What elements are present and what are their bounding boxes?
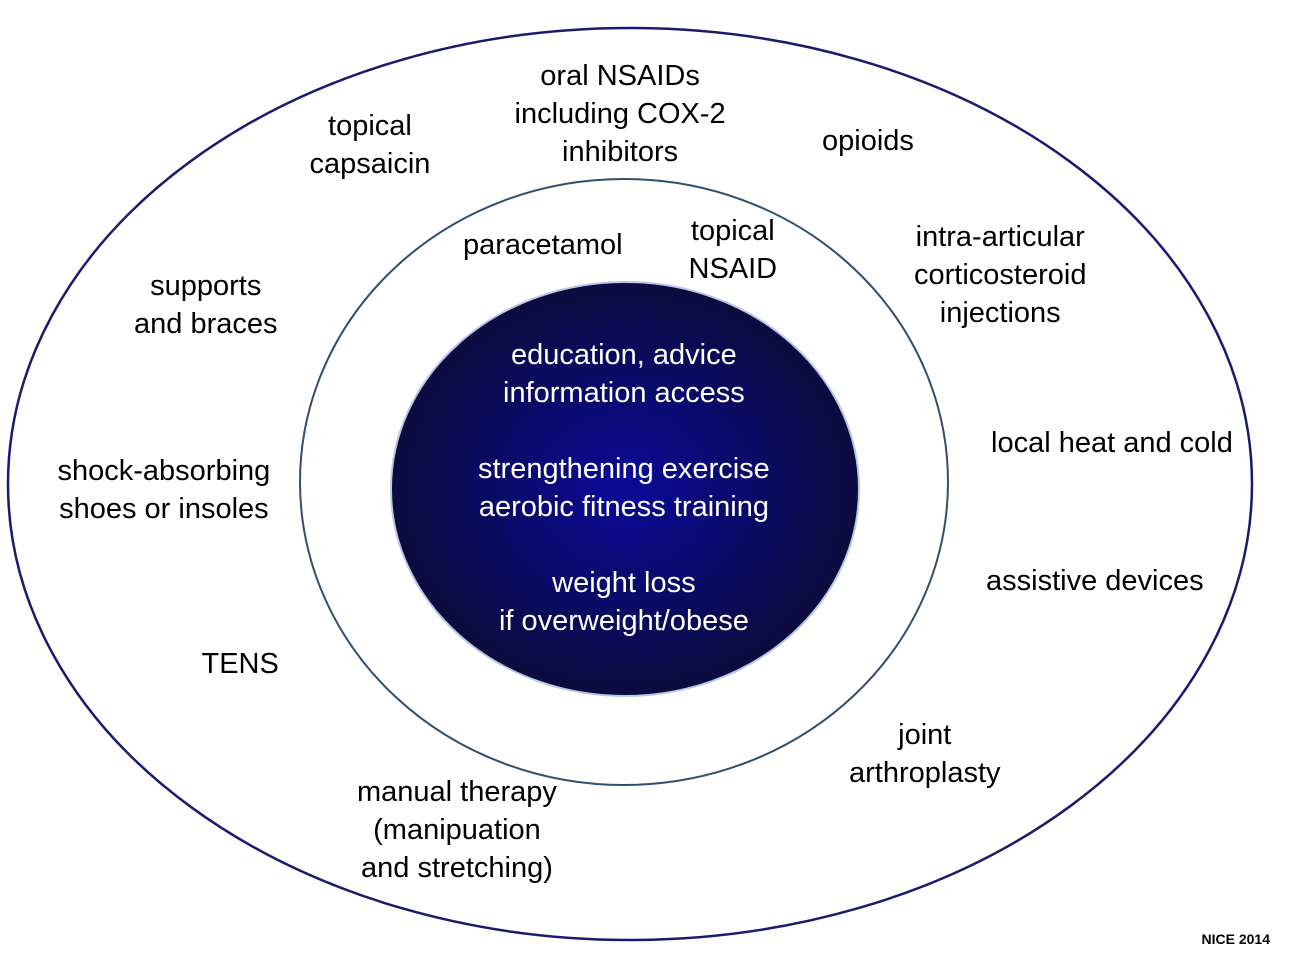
core-line: weight loss (552, 567, 696, 599)
label-line: shock-absorbing (57, 455, 271, 487)
core-circle (390, 281, 860, 697)
outer-item-tens: TENS (202, 645, 279, 683)
source-credit: NICE 2014 (1201, 931, 1270, 947)
label-line: oral NSAIDs (540, 60, 700, 92)
label-line: arthroplasty (849, 757, 1001, 789)
label-line: supports (150, 270, 262, 302)
core-item-education: education, advice information access (478, 336, 770, 412)
label-line: topical (328, 110, 412, 142)
label-line: and stretching) (361, 852, 553, 884)
label-line: and braces (134, 308, 278, 340)
label-line: opioids (822, 125, 914, 157)
outer-item-supports-braces: supports and braces (134, 267, 278, 343)
label-line: local heat and cold (991, 427, 1233, 459)
outer-ring (6, 26, 1254, 942)
label-line: injections (939, 297, 1061, 329)
core-line: education, advice (511, 339, 737, 371)
outer-item-joint-arthroplasty: joint arthroplasty (849, 716, 1001, 792)
middle-item-paracetamol: paracetamol (463, 226, 623, 264)
label-line: paracetamol (463, 229, 623, 261)
core-line: aerobic fitness training (478, 491, 769, 523)
outer-item-topical-capsaicin: topical capsaicin (310, 107, 431, 183)
label-line: shoes or insoles (59, 493, 269, 525)
core-line: strengthening exercise (478, 453, 770, 485)
label-line: capsaicin (309, 148, 431, 180)
label-line: joint (898, 719, 952, 751)
label-line: including COX-2 (514, 98, 726, 130)
label-line: manual therapy (357, 776, 557, 808)
outer-item-opioids: opioids (822, 122, 914, 160)
outer-item-shock-absorbing: shock-absorbing shoes or insoles (58, 452, 271, 528)
outer-item-manual-therapy: manual therapy (manipuation and stretching… (357, 773, 557, 887)
core-line: information access (503, 377, 745, 409)
label-line: assistive devices (986, 565, 1204, 597)
label-line: inhibitors (562, 136, 679, 168)
label-line: corticosteroid (914, 259, 1087, 291)
label-line: TENS (201, 648, 279, 680)
core-item-exercise: strengthening exercise aerobic fitness tr… (478, 450, 770, 526)
label-line: topical (690, 215, 775, 247)
outer-item-assistive-devices: assistive devices (986, 562, 1204, 600)
core-line: if overweight/obese (498, 605, 749, 637)
label-line: intra-articular (915, 221, 1085, 253)
core-text-block: education, advice information access stren… (478, 336, 770, 640)
label-line: NSAID (688, 253, 778, 285)
middle-ring (299, 178, 949, 786)
outer-item-oral-nsaids: oral NSAIDs including COX-2 inhibitors (515, 57, 726, 171)
outer-item-local-heat-cold: local heat and cold (991, 424, 1233, 462)
label-line: (manipuation (373, 814, 541, 846)
outer-item-intra-articular: intra-articular corticosteroid injections (914, 218, 1086, 332)
core-item-weight-loss: weight loss if overweight/obese (478, 564, 770, 640)
